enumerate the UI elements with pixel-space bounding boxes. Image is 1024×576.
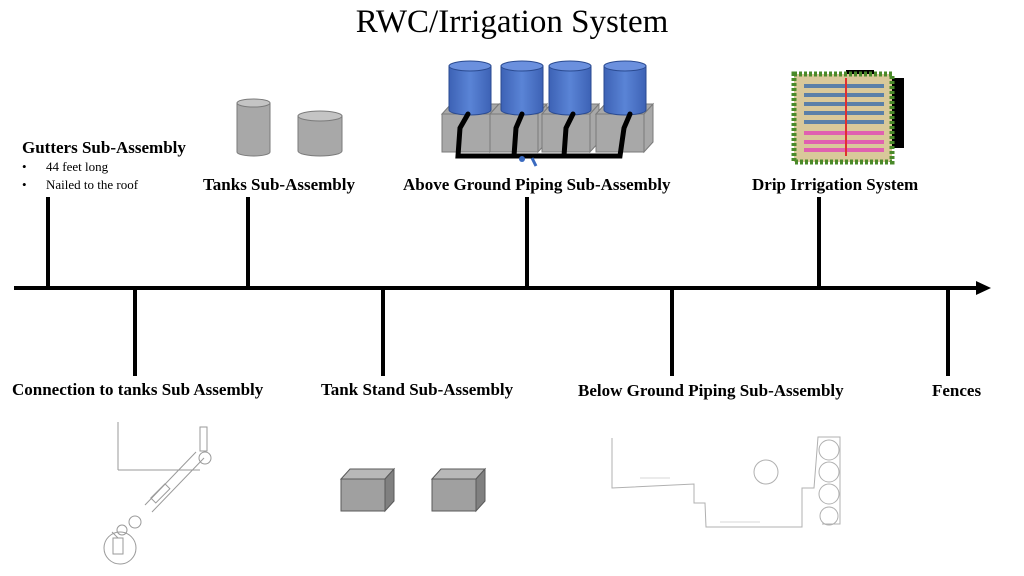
label-below-piping: Below Ground Piping Sub-Assembly [578, 381, 844, 400]
below-piping-sketch [611, 436, 841, 528]
connection-sketch [103, 422, 212, 565]
drip-irrigation-image [791, 70, 904, 165]
tank-stand-image [339, 467, 487, 513]
page-title: RWC/Irrigation System [355, 4, 669, 40]
tanks-image [236, 98, 343, 157]
label-drip: Drip Irrigation System [752, 175, 919, 194]
label-gutters: Gutters Sub-Assembly [22, 138, 186, 157]
timeline-arrowhead [976, 281, 991, 295]
above-piping-image [440, 60, 655, 167]
label-connection: Connection to tanks Sub Assembly [12, 380, 264, 399]
label-tanks: Tanks Sub-Assembly [203, 175, 355, 194]
label-tank-stand: Tank Stand Sub-Assembly [321, 380, 514, 399]
timeline-axis [14, 281, 991, 295]
gutters-details: 44 feet long Nailed to the roof [22, 158, 138, 194]
label-fences: Fences [932, 381, 982, 400]
label-above-piping: Above Ground Piping Sub-Assembly [403, 175, 671, 194]
gutters-detail-length: 44 feet long [22, 158, 138, 176]
gutters-detail-mount: Nailed to the roof [22, 176, 138, 194]
